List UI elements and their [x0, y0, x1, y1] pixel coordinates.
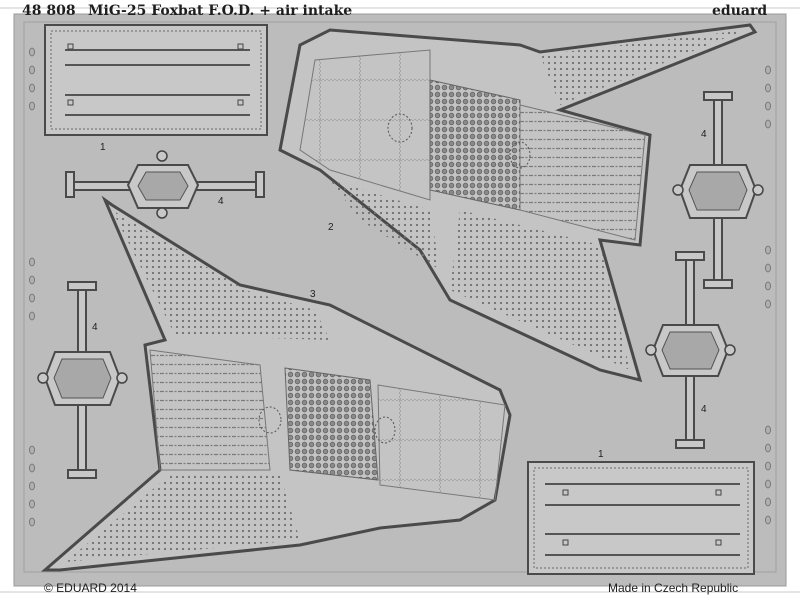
part-number-4-horizontal: 4 — [218, 196, 224, 207]
part-1-top-panel — [44, 24, 268, 136]
part-4-vertical-left-lower — [37, 281, 128, 479]
brand-logo-text: eduard — [712, 3, 768, 19]
part-number-4-right-lower: 4 — [701, 404, 707, 415]
part-number-1-bottom: 1 — [598, 449, 604, 460]
part-1-bottom-panel — [527, 461, 755, 575]
part-3-intake-lower — [40, 195, 512, 572]
part-number-4-right-upper: 4 — [701, 129, 707, 140]
origin-text: Made in Czech Republic — [608, 581, 739, 595]
part-number-2: 2 — [328, 222, 334, 233]
part-4-vertical-right-lower — [645, 251, 736, 449]
part-4-vertical-right-upper — [672, 91, 764, 289]
part-number-3: 3 — [310, 289, 316, 300]
part-4-horizontal — [65, 150, 265, 219]
sheet-title: MiG-25 Foxbat F.O.D. + air intake — [88, 3, 353, 19]
part-2-intake-upper — [278, 23, 758, 383]
copyright-text: © EDUARD 2014 — [44, 581, 137, 595]
part-number-4-left-lower: 4 — [92, 322, 98, 333]
part-number-1-top: 1 — [100, 142, 106, 153]
set-number: 48 808 — [22, 3, 76, 19]
edge-tabs — [29, 47, 771, 527]
